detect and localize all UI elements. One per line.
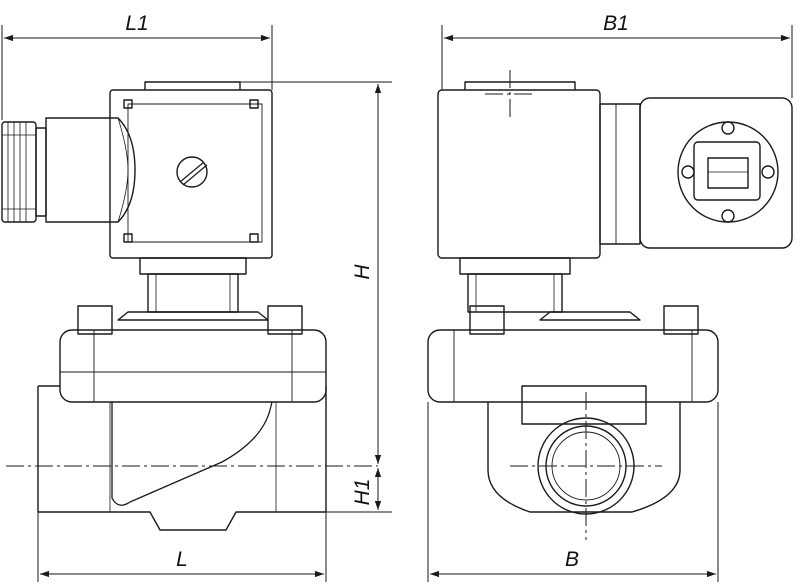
front-valve-body — [487, 385, 681, 515]
dim-label-L1: L1 — [125, 12, 148, 35]
dimension-lines — [1, 25, 793, 582]
side-coil-housing — [109, 81, 273, 259]
dim-label-H: H — [351, 264, 374, 280]
front-valve-stem — [459, 257, 641, 321]
dim-label-L: L — [176, 548, 188, 571]
dimension-labels: L1 B1 H H1 L B — [125, 12, 629, 571]
side-bonnet — [59, 305, 327, 403]
front-coil-housing — [437, 81, 601, 259]
side-valve-body — [37, 385, 327, 531]
dim-label-B1: B1 — [603, 12, 629, 35]
dim-label-H1: H1 — [351, 479, 374, 506]
side-view — [1, 81, 327, 531]
side-valve-stem — [117, 257, 269, 321]
dim-label-B: B — [565, 548, 579, 571]
side-connector-plug — [1, 117, 136, 223]
centerlines — [6, 70, 662, 540]
front-bonnet — [427, 305, 719, 403]
front-view — [427, 81, 793, 515]
front-connector — [599, 97, 793, 249]
